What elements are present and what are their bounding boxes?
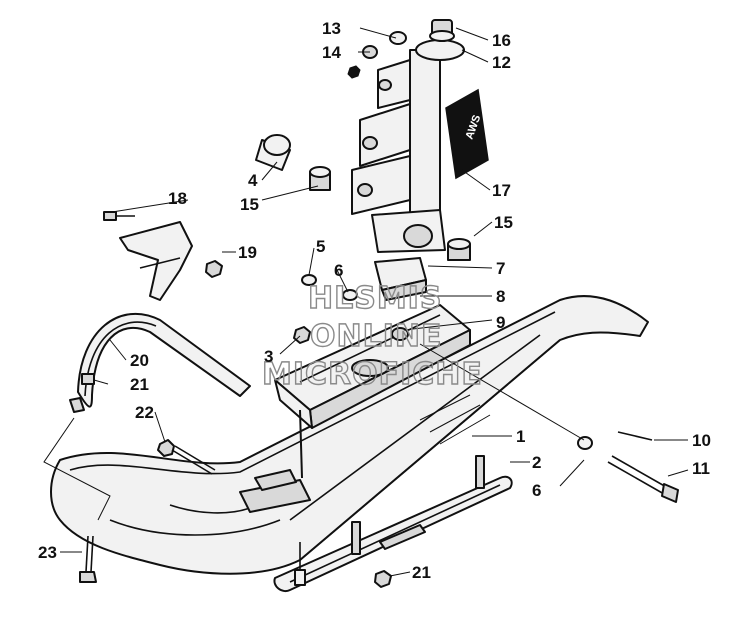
callout-1: 1 (516, 427, 525, 446)
callout-4: 4 (248, 171, 258, 190)
watermark: HLSMIS ONLINE MICROFICHE (261, 280, 483, 392)
ski (50, 295, 649, 575)
callout-21-upper: 21 (130, 375, 149, 394)
nut-3 (293, 326, 311, 344)
callout-20: 20 (130, 351, 149, 370)
spindle (351, 39, 465, 253)
watermark-line1: HLSMIS (308, 281, 442, 316)
watermark-line3: MICROFICHE (262, 357, 483, 392)
callout-13: 13 (322, 19, 341, 38)
wear-bar (273, 455, 513, 592)
washer-9 (391, 327, 409, 341)
callout-11: 11 (692, 459, 710, 478)
bushing-15-left (309, 166, 331, 191)
leader-lines (43, 27, 689, 577)
bolt-22 (157, 439, 216, 475)
bushing-15-right (447, 238, 471, 261)
callout-labels: 13 14 16 12 4 15 17 15 18 19 5 6 7 8 9 3… (38, 19, 711, 582)
watermark-line2: ONLINE (310, 319, 443, 354)
spindle-cap (429, 19, 455, 42)
stop-block (374, 257, 427, 301)
callout-3: 3 (264, 347, 273, 366)
callout-18: 18 (168, 189, 187, 208)
callout-23: 23 (38, 543, 57, 562)
bolt-23 (79, 535, 97, 583)
callout-12: 12 (492, 53, 511, 72)
washer-6-bottom (577, 436, 593, 450)
bolt-11 (607, 455, 679, 503)
callout-6-top: 6 (334, 261, 343, 280)
ski-loop (69, 312, 251, 413)
callout-22: 22 (135, 403, 154, 422)
callout-6-bottom: 6 (532, 481, 541, 500)
bracket (103, 211, 223, 301)
callout-19: 19 (238, 243, 257, 262)
callout-9: 9 (496, 313, 505, 332)
callout-21-lower: 21 (412, 563, 431, 582)
ski-saddle (274, 304, 471, 479)
cotter-pin-10 (617, 431, 653, 441)
callout-8: 8 (496, 287, 505, 306)
washer-6-top (342, 289, 358, 301)
callout-16: 16 (492, 31, 511, 50)
nut-14 (347, 65, 361, 79)
bushing-4 (255, 134, 291, 171)
callout-7: 7 (496, 259, 505, 278)
nut-21-lower (374, 570, 392, 588)
callout-10: 10 (692, 431, 711, 450)
callout-2: 2 (532, 453, 541, 472)
callout-5: 5 (316, 237, 325, 256)
washer-13 (389, 31, 407, 45)
callout-14: 14 (322, 43, 341, 62)
callout-17: 17 (492, 181, 511, 200)
aws-decal: AWS (445, 88, 489, 180)
callout-15-left: 15 (240, 195, 259, 214)
callout-15-right: 15 (494, 213, 513, 232)
